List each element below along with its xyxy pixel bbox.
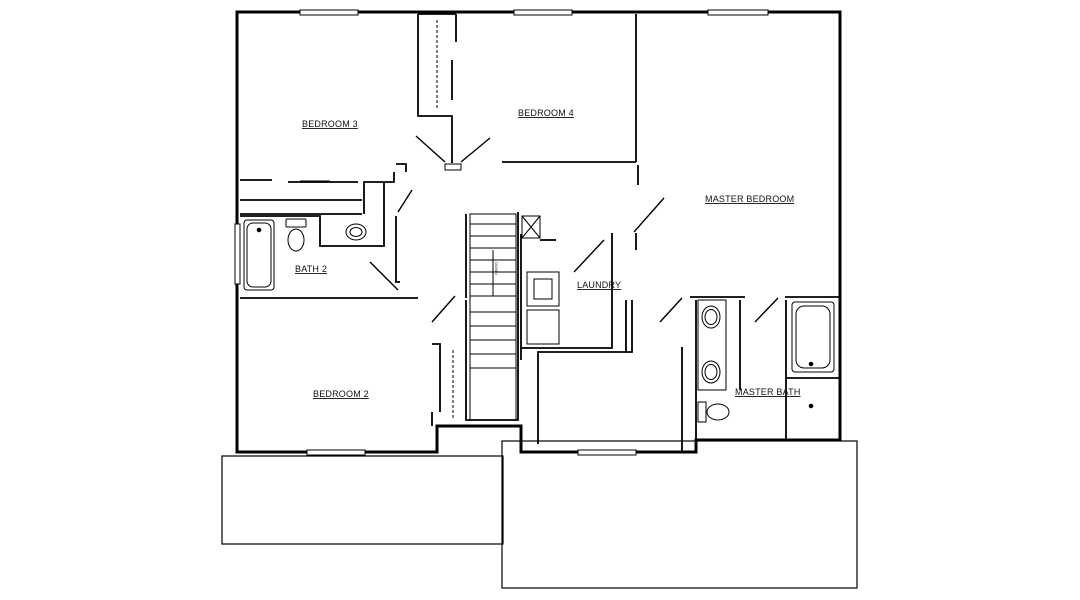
window: [234, 223, 241, 285]
sink: [701, 305, 721, 329]
stair-direction-label: DOWN: [494, 262, 499, 275]
window: [707, 9, 769, 16]
toilet-tank: [697, 401, 707, 423]
door: [573, 239, 605, 273]
stairs: [469, 213, 517, 421]
room-label-bedroom-4: BEDROOM 4: [518, 108, 574, 118]
bathtub: [243, 219, 275, 291]
window: [577, 449, 637, 456]
room-label-bedroom-2: BEDROOM 2: [313, 389, 369, 399]
room-label-bedroom-3: BEDROOM 3: [302, 119, 358, 129]
window: [513, 9, 573, 16]
room-label-bath-2: BATH 2: [295, 264, 327, 274]
roof-outlines: [221, 440, 858, 589]
room-labels: BEDROOM 3 BEDROOM 4 MASTER BEDROOM BATH …: [295, 108, 801, 399]
toilet-bowl: [706, 403, 730, 421]
fixtures: [243, 215, 835, 423]
linen-closet: [521, 215, 541, 239]
washer: [526, 271, 560, 307]
door: [397, 189, 413, 213]
window: [306, 449, 366, 456]
window: [299, 9, 359, 16]
toilet-tank: [285, 218, 307, 228]
bathtub: [791, 301, 835, 373]
room-label-master-bedroom: MASTER BEDROOM: [705, 194, 794, 204]
room-label-master-bath: MASTER BATH: [735, 387, 801, 397]
windows: [234, 9, 769, 456]
door: [369, 261, 399, 291]
dryer: [526, 309, 560, 345]
toilet-bowl: [287, 228, 305, 252]
door: [659, 297, 683, 323]
door: [460, 137, 491, 163]
door: [415, 135, 446, 163]
sink: [345, 223, 367, 241]
door: [431, 295, 456, 323]
doors: [369, 135, 779, 323]
room-label-laundry: LAUNDRY: [577, 280, 621, 290]
interior-walls: [240, 13, 840, 452]
door: [754, 297, 779, 323]
sink: [701, 360, 721, 384]
door: [633, 197, 665, 233]
